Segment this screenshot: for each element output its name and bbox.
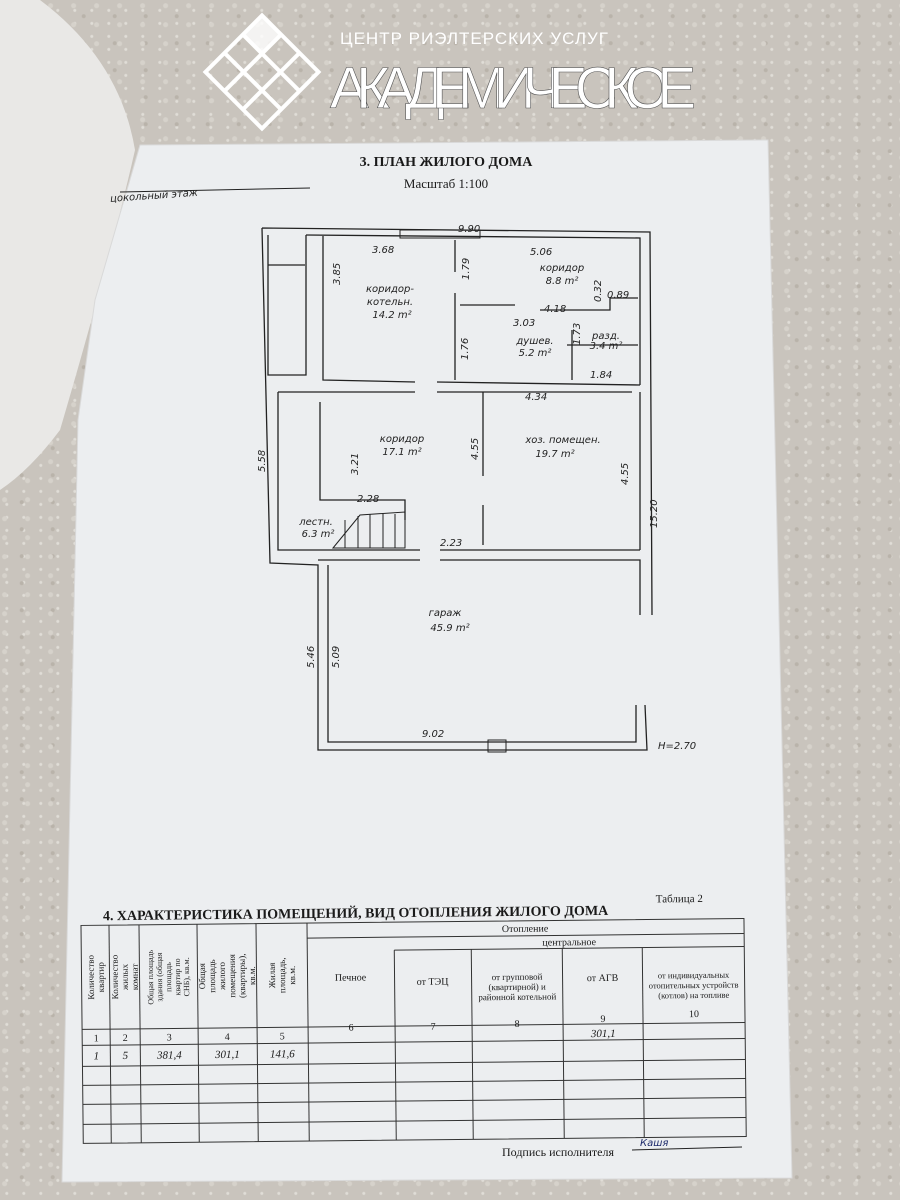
table-cell: 301,1: [590, 1028, 616, 1040]
cube-logo-icon: [202, 12, 322, 132]
room-name: коридор: [540, 263, 584, 274]
column-number: 8: [514, 1019, 519, 1030]
dimension: 2.28: [357, 494, 379, 505]
room-name: душев.: [515, 336, 553, 347]
room-name: котельн.: [367, 297, 413, 308]
table-cell: 1: [94, 1050, 100, 1062]
table-title: 4. ХАРАКТЕРИСТИКА ПОМЕЩЕНИЙ, ВИД ОТОПЛЕН…: [103, 902, 609, 924]
room-area: 19.7 m²: [535, 449, 574, 460]
room-area: 45.9 m²: [430, 623, 469, 634]
dimension: 3.21: [350, 453, 361, 475]
logo-name: АКАДЕМИЧЕСКОЕ: [330, 56, 698, 121]
room-name: коридор: [380, 434, 424, 445]
previous-page-curl: [0, 0, 135, 490]
column-header: Общая площадь жилого помещения (квартиры…: [196, 953, 258, 999]
column-number: 2: [123, 1033, 128, 1044]
document-sheet: [61, 139, 793, 1183]
column-header: Количество жилых комнат: [109, 954, 140, 1000]
dimension: 1.73: [572, 323, 583, 345]
column-number: 10: [689, 1009, 699, 1020]
column-number: 9: [600, 1014, 605, 1025]
dimension: 5.06: [530, 247, 552, 258]
group-header-heating: Отопление: [502, 924, 549, 935]
dimension: 3.85: [332, 263, 343, 285]
ceiling-height: H=2.70: [658, 741, 696, 752]
table-number: Таблица 2: [656, 893, 703, 905]
signature-label: Подпись исполнителя: [502, 1145, 614, 1159]
company-logo: ЦЕНТР РИЭЛТЕРСКИХ УСЛУГ АКАДЕМИЧЕСКОЕ: [202, 12, 698, 132]
floor-label-underline: [119, 187, 311, 193]
room-name: коридор-: [366, 284, 414, 295]
table-cell: 381,4: [156, 1049, 182, 1061]
column-header: Печное: [335, 972, 367, 983]
dimension: 0.32: [593, 280, 604, 302]
plan-title: 3. ПЛАН ЖИЛОГО ДОМА: [360, 155, 534, 170]
dimension: 3.68: [372, 245, 394, 256]
column-header: Количество квартир: [85, 954, 106, 1000]
room-name: хоз. помещен.: [524, 435, 600, 446]
floor-plan: [261, 227, 653, 753]
column-header: Общая площадь здания (общая площадь квар…: [145, 949, 192, 1005]
dimension: 1.84: [590, 370, 612, 381]
dimension-labels: 9.90 3.68 5.06 3.85 1.79 4.18 0.32 0.89 …: [257, 224, 696, 752]
room-labels: коридор- котельн. 14.2 m² коридор 8.8 m²…: [298, 263, 622, 634]
dimension: 15.20: [649, 499, 660, 528]
dimension: 0.89: [607, 290, 629, 301]
column-number: 7: [431, 1022, 436, 1033]
column-number: 3: [167, 1032, 172, 1043]
dimension: 5.09: [331, 646, 342, 668]
dimension: 5.58: [257, 450, 268, 472]
dimension: 4.55: [620, 463, 631, 485]
column-number: 6: [349, 1023, 354, 1034]
room-area: 17.1 m²: [382, 447, 421, 458]
column-number: 5: [280, 1031, 285, 1042]
logo-tagline: ЦЕНТР РИЭЛТЕРСКИХ УСЛУГ: [340, 29, 609, 48]
room-area: 5.2 m²: [519, 348, 552, 359]
dimension: 4.34: [525, 392, 547, 403]
dimension: 9.90: [458, 224, 480, 235]
room-area: 3.4 m²: [590, 341, 623, 352]
room-area: 8.8 m²: [546, 276, 579, 287]
dimension: 4.18: [544, 304, 566, 315]
dimension: 2.23: [440, 538, 462, 549]
column-number: 1: [94, 1033, 99, 1044]
column-number: 4: [225, 1032, 230, 1043]
table-cell: 301,1: [214, 1049, 240, 1061]
table-cell: 5: [123, 1050, 129, 1062]
dimension: 9.02: [422, 729, 444, 740]
group-header-central: центральное: [542, 937, 596, 949]
signature: Кашя: [640, 1138, 668, 1149]
dimension: 4.55: [470, 438, 481, 460]
table-cell: 141,6: [270, 1048, 295, 1060]
room-name: гараж: [429, 608, 462, 619]
dimension: 1.76: [460, 338, 471, 360]
plan-scale: Масштаб 1:100: [404, 176, 488, 191]
room-area: 14.2 m²: [372, 310, 411, 321]
dimension: 5.46: [306, 646, 317, 668]
room-name: разд.: [591, 331, 620, 342]
signature-line: [631, 1146, 743, 1151]
heating-table: 4. ХАРАКТЕРИСТИКА ПОМЕЩЕНИЙ, ВИД ОТОПЛЕН…: [80, 893, 747, 1144]
column-header: от АГВ: [587, 973, 619, 984]
room-area: 6.3 m²: [302, 529, 335, 540]
column-header: от ТЭЦ: [417, 977, 449, 988]
dimension: 3.03: [513, 318, 535, 329]
room-name: лестн.: [298, 517, 333, 528]
column-header: Жилая площадь, кв.м.: [266, 957, 298, 994]
column-header: от групповой (квартирной) и районной кот…: [478, 971, 557, 1003]
dimension: 1.79: [461, 258, 472, 280]
